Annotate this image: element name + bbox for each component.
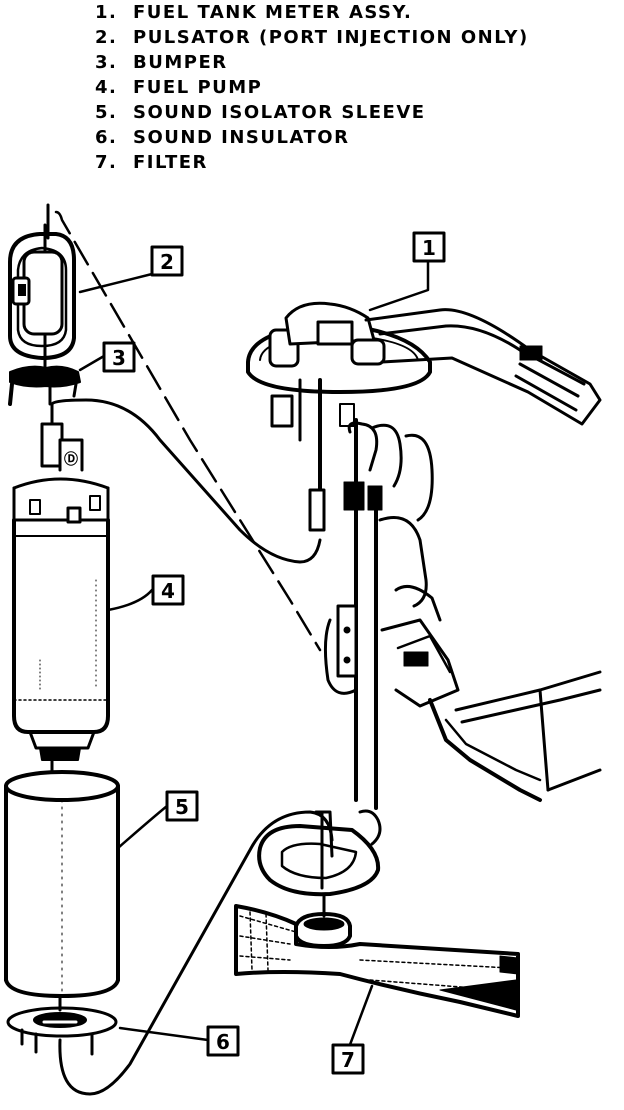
callout-label: 3 bbox=[112, 346, 126, 370]
legend-label: FUEL PUMP bbox=[133, 77, 263, 98]
legend-num: 1. bbox=[95, 2, 118, 23]
callout-4: 4 bbox=[151, 574, 185, 606]
svg-text:Ⓓ: Ⓓ bbox=[64, 451, 78, 468]
sound-insulator-drawing bbox=[6, 1006, 118, 1056]
callout-3: 3 bbox=[102, 341, 136, 373]
legend-item-1: 1. FUEL TANK METER ASSY. bbox=[95, 0, 529, 25]
legend-item-4: 4. FUEL PUMP bbox=[95, 75, 529, 100]
legend-num: 2. bbox=[95, 27, 118, 48]
legend-num: 3. bbox=[95, 52, 118, 73]
legend-label: FILTER bbox=[133, 152, 208, 173]
callout-box bbox=[412, 231, 446, 263]
callout-leaders bbox=[78, 258, 430, 1052]
parts-legend: 1. FUEL TANK METER ASSY. 2. PULSATOR (PORT… bbox=[95, 0, 529, 175]
fuel-tank-meter-assy-drawing bbox=[246, 301, 602, 897]
legend-num: 5. bbox=[95, 102, 118, 123]
alignment-dashed-line bbox=[54, 210, 322, 652]
callout-label: 1 bbox=[422, 236, 436, 260]
callout-label: 5 bbox=[175, 795, 189, 819]
legend-num: 6. bbox=[95, 127, 118, 148]
callout-5: 5 bbox=[165, 790, 199, 822]
pulsator-drawing bbox=[8, 203, 76, 374]
legend-label: FUEL TANK METER ASSY. bbox=[133, 2, 413, 23]
legend-label: BUMPER bbox=[133, 52, 228, 73]
bumper-drawing bbox=[8, 365, 81, 406]
callout-label: 2 bbox=[160, 250, 174, 274]
callout-6: 6 bbox=[206, 1025, 240, 1057]
callout-box bbox=[206, 1025, 240, 1057]
callout-box bbox=[102, 341, 136, 373]
callout-box bbox=[165, 790, 199, 822]
callout-1: 1 bbox=[412, 231, 446, 263]
callout-box bbox=[151, 574, 185, 606]
legend-item-2: 2. PULSATOR (PORT INJECTION ONLY) bbox=[95, 25, 529, 50]
legend-num: 4. bbox=[95, 77, 118, 98]
legend-label: SOUND INSULATOR bbox=[133, 127, 350, 148]
callout-box bbox=[150, 245, 184, 277]
legend-num: 7. bbox=[95, 152, 118, 173]
callout-7: 7 bbox=[331, 1043, 365, 1075]
legend-item-5: 5. SOUND ISOLATOR SLEEVE bbox=[95, 100, 529, 125]
callout-box bbox=[331, 1043, 365, 1075]
legend-item-7: 7. FILTER bbox=[95, 150, 529, 175]
filter-drawing bbox=[234, 894, 520, 1018]
fuel-pump-drawing: Ⓓ bbox=[12, 402, 110, 774]
legend-label: PULSATOR (PORT INJECTION ONLY) bbox=[133, 27, 529, 48]
callout-label: 6 bbox=[216, 1030, 230, 1054]
legend-label: SOUND ISOLATOR SLEEVE bbox=[133, 102, 426, 123]
legend-item-3: 3. BUMPER bbox=[95, 50, 529, 75]
callout-2: 2 bbox=[150, 245, 184, 277]
sound-isolator-sleeve-drawing bbox=[4, 770, 120, 1012]
legend-item-6: 6. SOUND INSULATOR bbox=[95, 125, 529, 150]
callout-label: 7 bbox=[341, 1048, 355, 1072]
callout-label: 4 bbox=[161, 579, 175, 603]
